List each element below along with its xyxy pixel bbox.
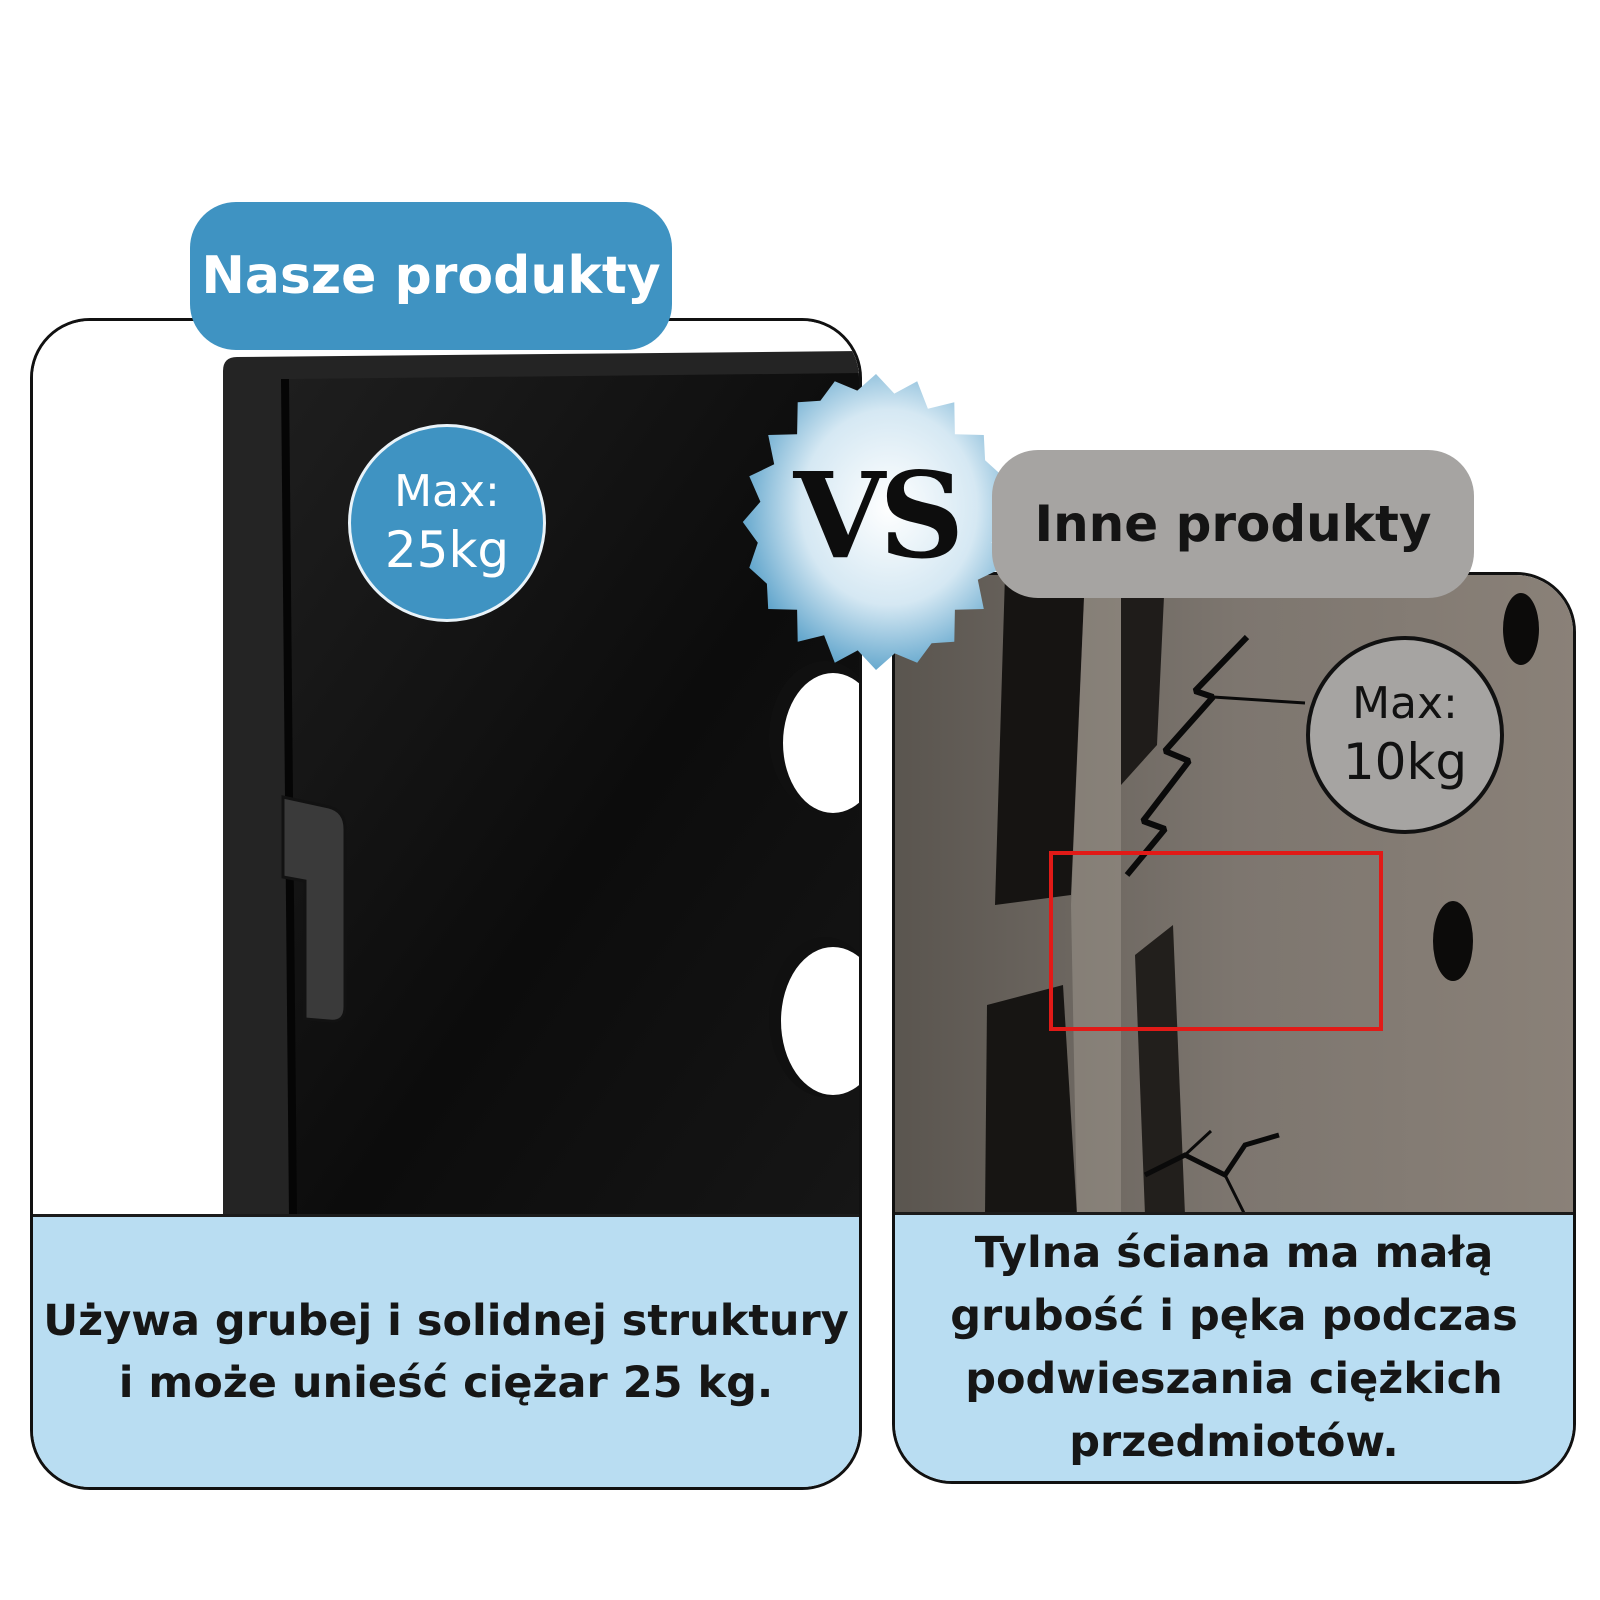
other-products-tag: Inne produkty <box>992 450 1474 598</box>
burst-shape <box>742 374 1010 670</box>
our-products-tag: Nasze produkty <box>190 202 672 350</box>
our-max-load-badge: Max: 25kg <box>348 424 546 622</box>
our-product-description: Używa grubej i solidnej struktury i może… <box>33 1214 859 1487</box>
other-product-description: Tylna ściana ma małą grubość i pęka podc… <box>895 1212 1573 1481</box>
burst-splash <box>742 374 1010 670</box>
other-max-load-badge: Max: 10kg <box>1306 636 1504 834</box>
vs-burst-icon: VS <box>742 374 1010 670</box>
max-label: Max: <box>1352 678 1458 730</box>
max-value: 25kg <box>384 521 510 580</box>
max-label: Max: <box>394 466 500 518</box>
max-value: 10kg <box>1342 733 1468 792</box>
vs-text: VS <box>793 446 959 585</box>
